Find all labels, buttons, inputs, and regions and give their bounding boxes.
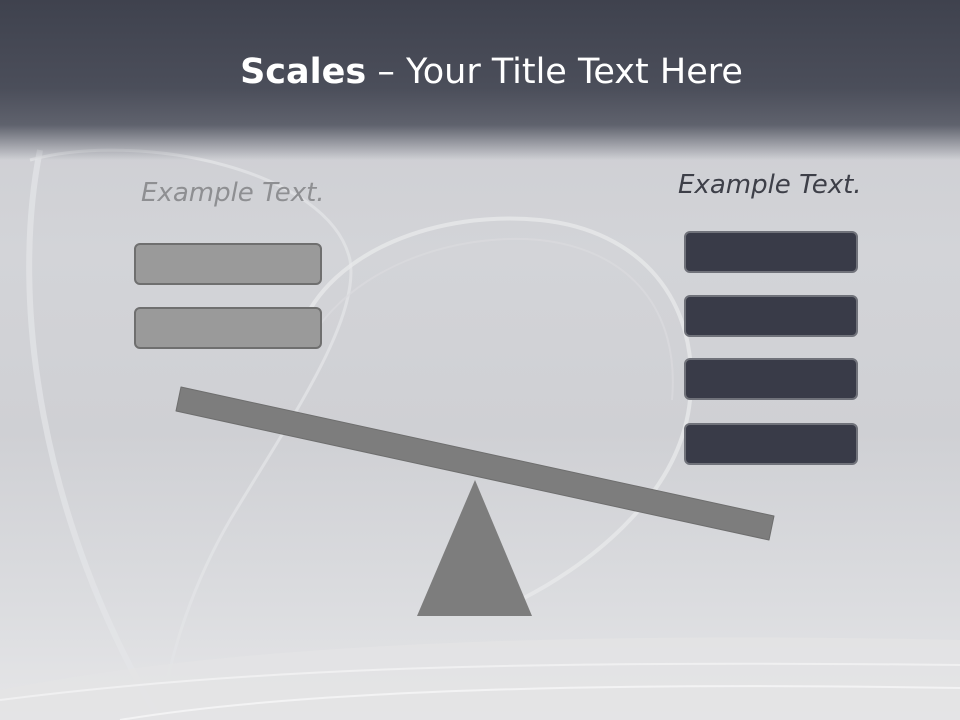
slide-title[interactable]: Scales – Your Title Text Here xyxy=(0,52,960,92)
left-weight-box-1[interactable] xyxy=(134,243,322,285)
right-weight-box-1[interactable] xyxy=(684,231,858,273)
right-weight-box-2[interactable] xyxy=(684,295,858,337)
fulcrum-triangle[interactable] xyxy=(417,480,532,616)
right-weight-box-4[interactable] xyxy=(684,423,858,465)
left-caption[interactable]: Example Text. xyxy=(141,178,325,208)
title-band xyxy=(0,0,960,160)
right-weight-box-3[interactable] xyxy=(684,358,858,400)
title-bold-part: Scales xyxy=(240,52,367,92)
tilted-beam[interactable] xyxy=(175,386,775,541)
title-rest: – Your Title Text Here xyxy=(366,52,743,92)
right-caption[interactable]: Example Text. xyxy=(678,170,862,200)
left-weight-box-2[interactable] xyxy=(134,307,322,349)
